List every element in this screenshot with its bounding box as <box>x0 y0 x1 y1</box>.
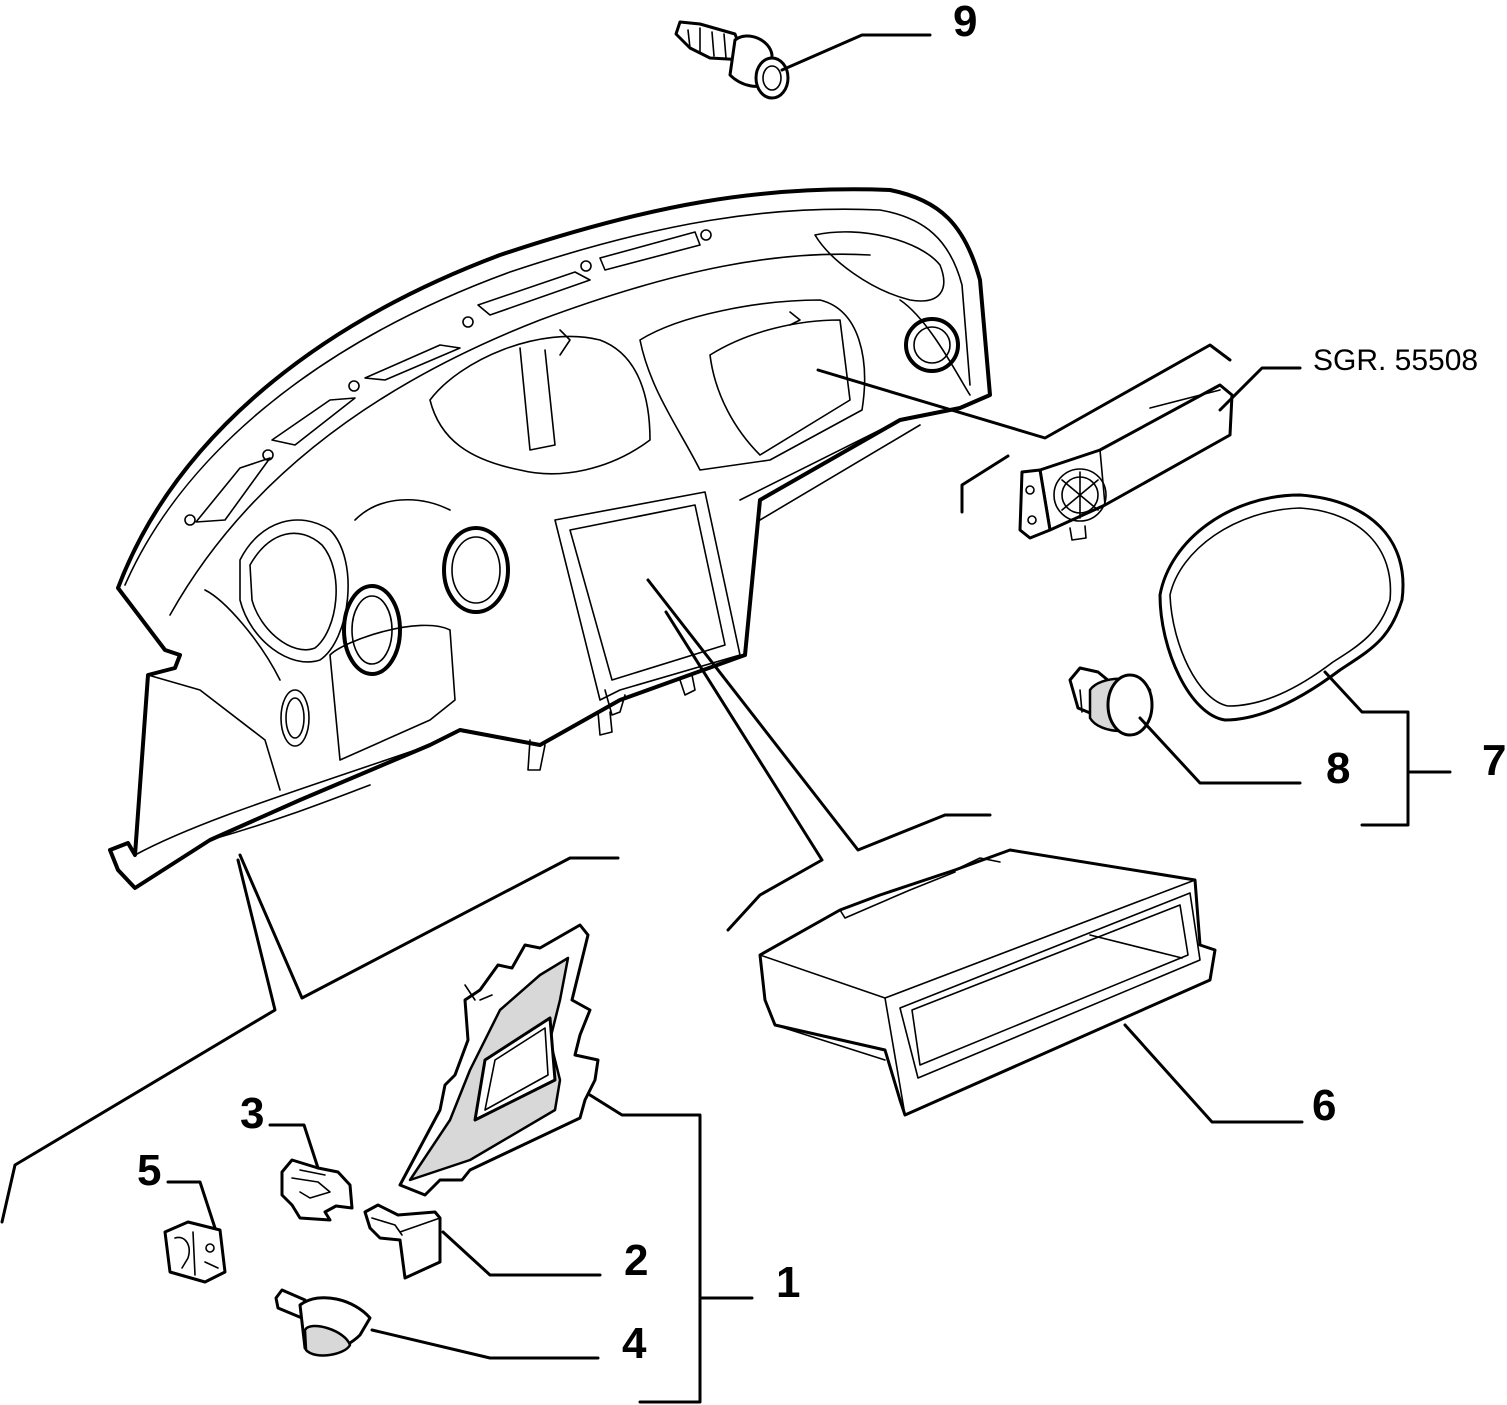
screw-part-9 <box>674 20 790 100</box>
storage-tray-part-6 <box>758 848 1217 1117</box>
leader-lines <box>0 33 1452 1404</box>
spring-nut-part-5 <box>163 1220 227 1284</box>
defrost-vents <box>184 229 712 526</box>
instrument-cluster-assembly <box>1018 383 1234 541</box>
reference-label: SGR. 55508 <box>1313 344 1478 377</box>
callout-6: 6 <box>1312 1081 1336 1130</box>
cover-part-7 <box>1158 493 1405 722</box>
callout-9: 9 <box>953 0 977 46</box>
button-part-8 <box>1068 666 1154 737</box>
dashboard-panel <box>108 187 992 890</box>
callout-1: 1 <box>776 1258 800 1307</box>
callout-8: 8 <box>1326 744 1350 793</box>
callout-3: 3 <box>240 1089 264 1138</box>
callout-2: 2 <box>624 1236 648 1285</box>
callout-5: 5 <box>137 1146 161 1195</box>
fastener-part-2 <box>363 1203 442 1280</box>
knob-screw-part-4 <box>274 1288 372 1357</box>
callout-7: 7 <box>1482 736 1506 785</box>
callout-4: 4 <box>622 1319 647 1368</box>
side-panel-part-1 <box>398 923 600 1197</box>
